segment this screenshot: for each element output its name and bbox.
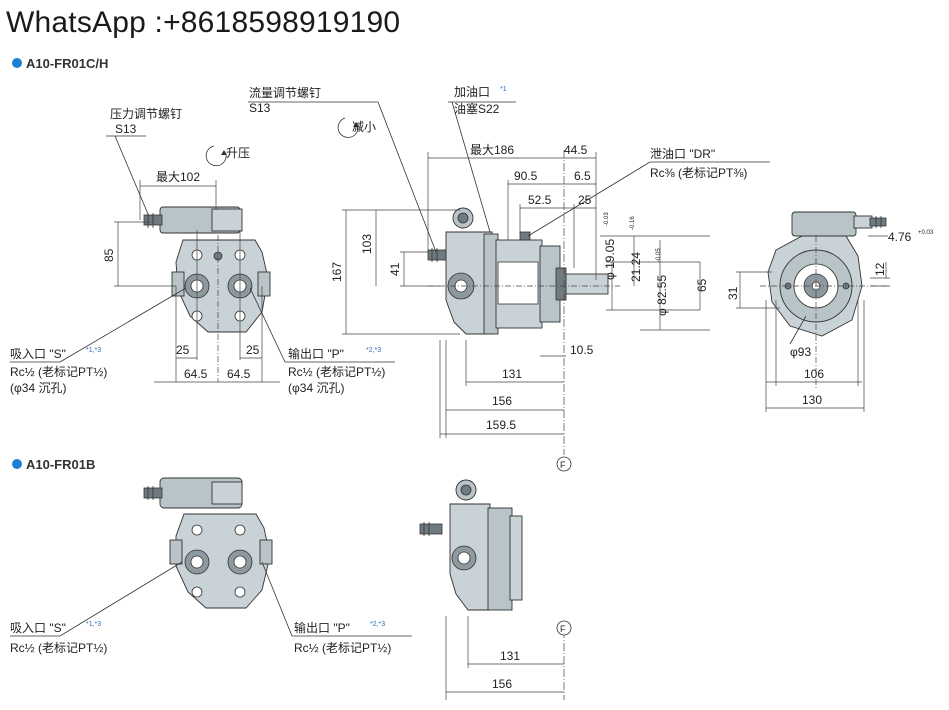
label-outlet-b: 输出口 "P" bbox=[294, 620, 350, 635]
label-oil-plug: 油塞S22 bbox=[454, 101, 500, 116]
dim-25-right: 25 bbox=[246, 343, 260, 357]
front-view-top bbox=[10, 135, 395, 383]
label-pressure-screw: 压力调节螺钉 bbox=[110, 107, 182, 121]
label-oil-fill-sup: *1 bbox=[500, 86, 507, 93]
label-drain: 泄油口 "DR" bbox=[650, 147, 715, 161]
label-inlet-b-sup: *1,*3 bbox=[86, 621, 101, 628]
dim-21-24-tol: -0.16 bbox=[630, 216, 636, 230]
label-flow-screw-code: S13 bbox=[249, 101, 271, 115]
dim-103: 103 bbox=[360, 234, 374, 254]
label-pressure-screw-code: S13 bbox=[115, 122, 137, 136]
dim-4-76: 4.76 bbox=[888, 230, 912, 244]
section-title-top: A10-FR01C/H bbox=[26, 56, 108, 71]
label-oil-fill: 加油口 bbox=[454, 85, 490, 99]
whatsapp-contact: WhatsApp :+8618598919190 bbox=[6, 6, 401, 39]
dim-phi-82-55-tol: -0.05 bbox=[656, 248, 662, 262]
dim-85: 85 bbox=[102, 248, 116, 262]
side-view-bottom bbox=[419, 479, 572, 700]
label-outlet-b-thread: Rc½ (老标记PT½) bbox=[294, 641, 391, 655]
label-inlet-thread: Rc½ (老标记PT½) bbox=[10, 365, 107, 379]
label-flow-down: 减小 bbox=[352, 120, 376, 134]
dim-159-5: 159.5 bbox=[486, 418, 516, 432]
label-drain-thread: Rc⅜ (老标记PT⅜) bbox=[650, 166, 747, 180]
rear-view-top bbox=[736, 211, 890, 412]
f-mark-bottom: F bbox=[560, 624, 566, 634]
dim-10-5: 10.5 bbox=[570, 343, 594, 357]
dim-44-5: 44.5 bbox=[564, 143, 588, 157]
side-view-top bbox=[248, 101, 770, 472]
label-outlet-bore: (φ34 沉孔) bbox=[288, 381, 344, 395]
label-inlet-sup: *1,*3 bbox=[86, 347, 101, 354]
label-inlet-bore: (φ34 沉孔) bbox=[10, 381, 66, 395]
dim-52-5: 52.5 bbox=[528, 193, 552, 207]
label-inlet-b: 吸入口 "S" bbox=[10, 621, 66, 635]
label-outlet-thread: Rc½ (老标记PT½) bbox=[288, 365, 385, 379]
dim-156: 156 bbox=[492, 394, 512, 408]
f-mark-top: F bbox=[560, 460, 566, 470]
dim-106: 106 bbox=[804, 367, 824, 381]
dim-31: 31 bbox=[726, 286, 740, 300]
dim-phi-93: φ93 bbox=[790, 345, 811, 359]
dim-phi-82-55: φ 82.55 bbox=[655, 275, 669, 316]
section-title-bottom: A10-FR01B bbox=[26, 457, 95, 472]
dim-90-5: 90.5 bbox=[514, 169, 538, 183]
label-inlet-b-thread: Rc½ (老标记PT½) bbox=[10, 641, 107, 655]
label-pressure-up: 升压 bbox=[226, 146, 250, 160]
dim-max102: 最大102 bbox=[156, 170, 200, 184]
dim-phi-19-05-tol: -0.03 bbox=[604, 212, 610, 226]
dim-65: 65 bbox=[695, 278, 709, 292]
label-outlet-b-sup: *2,*3 bbox=[370, 621, 385, 628]
dim-25-left: 25 bbox=[176, 343, 190, 357]
dim-131-bottom: 131 bbox=[500, 649, 520, 663]
front-view-bottom bbox=[10, 477, 412, 637]
dim-phi-19-05: φ 19.05 bbox=[603, 239, 617, 280]
label-outlet-sup: *2,*3 bbox=[366, 347, 381, 354]
dim-130: 130 bbox=[802, 393, 822, 407]
dim-167: 167 bbox=[330, 262, 344, 282]
section-bullet-bottom bbox=[12, 459, 22, 469]
label-outlet: 输出口 "P" bbox=[288, 346, 344, 361]
dim-156-bottom: 156 bbox=[492, 677, 512, 691]
dim-64-5-right: 64.5 bbox=[227, 367, 251, 381]
dim-max186: 最大186 bbox=[470, 143, 514, 157]
dim-6-5: 6.5 bbox=[574, 169, 591, 183]
label-inlet: 吸入口 "S" bbox=[10, 347, 66, 361]
dim-4-76-tol: +0.03 bbox=[918, 230, 934, 236]
dim-131: 131 bbox=[502, 367, 522, 381]
dim-25-side: 25 bbox=[578, 193, 592, 207]
label-flow-screw: 流量调节螺钉 bbox=[249, 86, 321, 100]
section-bullet-top bbox=[12, 58, 22, 68]
dim-12: 12 bbox=[873, 262, 887, 276]
dim-64-5-left: 64.5 bbox=[184, 367, 208, 381]
dim-21-24: 21.24 bbox=[629, 252, 643, 282]
dim-41: 41 bbox=[388, 262, 402, 276]
